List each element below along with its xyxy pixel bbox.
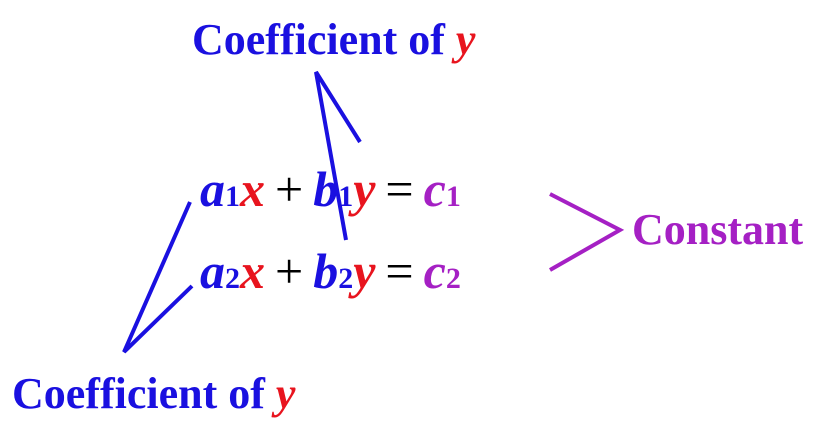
- constant-label-text: Constant: [632, 205, 804, 254]
- bottom-label-text: Coefficient of: [12, 369, 265, 418]
- bottom-coefficient-label: Coefficient of y: [12, 372, 295, 416]
- top-coefficient-label: Coefficient of y: [192, 18, 475, 62]
- coef-a2: a2: [200, 243, 240, 299]
- bottom-label-var: y: [275, 369, 296, 418]
- const-c2: c2: [423, 243, 461, 299]
- constant-pointer-line: [549, 192, 625, 272]
- coef-b2: b2: [313, 243, 354, 299]
- plus-1: +: [275, 161, 304, 217]
- equation-row-1: a1x+b1y=c1: [200, 164, 461, 214]
- var-y2: y: [353, 243, 376, 299]
- equals-1: =: [385, 161, 414, 217]
- top-pointer-line: [314, 70, 362, 241]
- top-label-text: Coefficient of: [192, 15, 445, 64]
- top-label-var: y: [455, 15, 476, 64]
- var-y1: y: [353, 161, 376, 217]
- constant-label: Constant: [632, 208, 803, 252]
- equals-2: =: [385, 243, 414, 299]
- plus-2: +: [275, 243, 304, 299]
- const-c1: c1: [423, 161, 461, 217]
- var-x1: x: [240, 161, 265, 217]
- bottom-pointer-line: [122, 201, 194, 354]
- equation-row-2: a2x+b2y=c2: [200, 246, 461, 296]
- coef-b1: b1: [313, 161, 354, 217]
- var-x2: x: [240, 243, 265, 299]
- coef-a1: a1: [200, 161, 240, 217]
